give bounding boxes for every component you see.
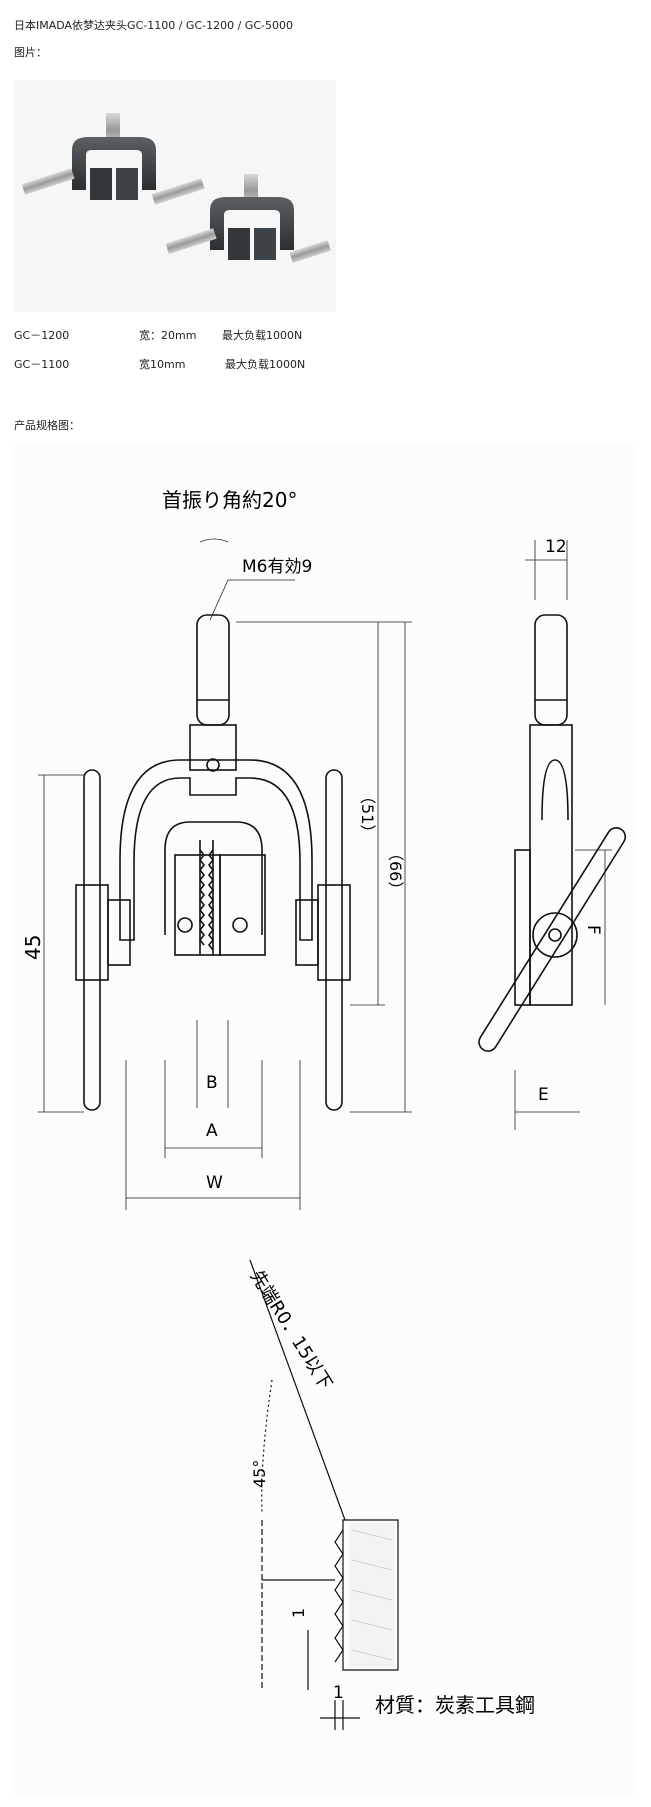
dim-51-label: （51） xyxy=(358,788,377,840)
spec-width-gc1100: 宽10mm xyxy=(139,358,186,371)
dim-1-bottom-label: 1 xyxy=(333,1683,344,1703)
angle-45-label: 45° xyxy=(250,1460,269,1488)
spec-load-gc1100: 最大负载1000N xyxy=(225,358,306,371)
spec-model-gc1100: GC－1100 xyxy=(14,358,70,371)
dim-12-label: 12 xyxy=(545,537,567,557)
material-label: 材質：炭素工具鋼 xyxy=(375,1693,535,1717)
dim-e-label: E xyxy=(538,1085,549,1105)
dim-1-left-label: 1 xyxy=(289,1608,308,1618)
dim-a-label: A xyxy=(206,1121,218,1141)
dim-66-label: （66） xyxy=(386,845,405,897)
page-title: 日本IMADA依梦达夹头GC-1100 / GC-1200 / GC-5000 xyxy=(14,19,293,32)
grip-photo-1 xyxy=(21,113,205,205)
thread-label: M6有効9 xyxy=(242,557,312,577)
spec-load-gc1200: 最大负载1000N xyxy=(222,329,303,342)
dim-w-label: W xyxy=(206,1173,223,1193)
tip-radius-label: 先端R0．15以下 xyxy=(246,1267,336,1394)
spec-width-gc1200: 宽：20mm xyxy=(139,329,197,342)
dim-f-label: F xyxy=(583,925,603,935)
grip-photo-2 xyxy=(165,174,331,263)
spec-drawing-label: 产品规格图： xyxy=(14,419,80,432)
dim-b-label: B xyxy=(206,1073,218,1093)
image-label: 图片： xyxy=(14,46,47,59)
swing-angle-label: 首振り角約20° xyxy=(162,488,297,512)
spec-model-gc1200: GC－1200 xyxy=(14,329,70,342)
dim-45-label: 45 xyxy=(21,935,45,960)
